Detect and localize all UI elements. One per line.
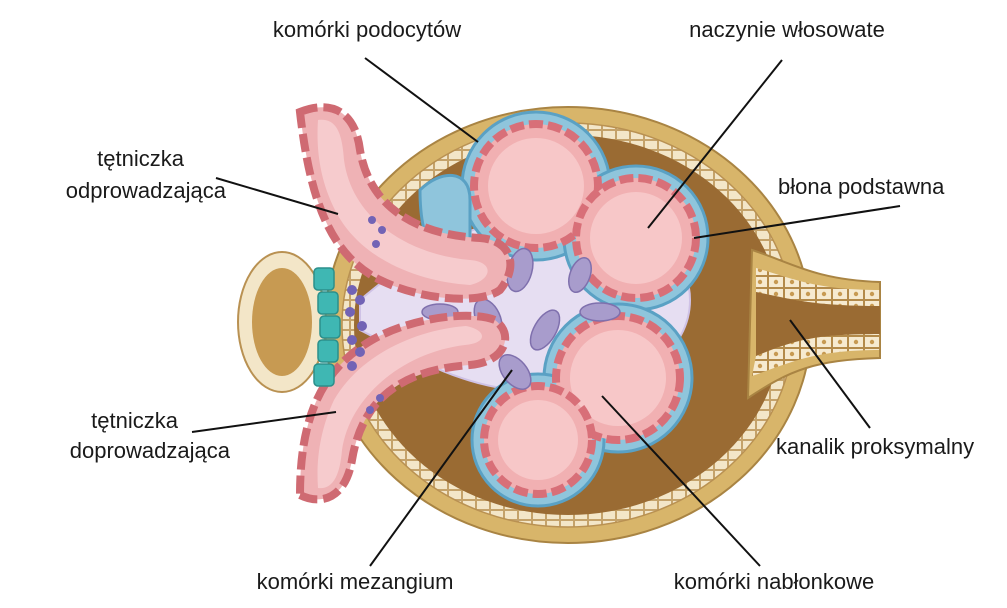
macula-cell bbox=[314, 268, 334, 290]
label-afferent-arteriole-line2: doprowadzająca bbox=[0, 438, 230, 464]
macula-cell bbox=[314, 364, 334, 386]
label-podocyte-cells: komórki podocytów bbox=[232, 17, 502, 43]
mesangial-cell bbox=[580, 303, 620, 321]
macula-cell bbox=[320, 316, 340, 338]
capillary-loop bbox=[576, 178, 696, 298]
label-endothelial-cells: komórki nabłonkowe bbox=[624, 569, 924, 595]
label-efferent-arteriole-line1: tętniczka bbox=[0, 146, 184, 172]
label-efferent-arteriole-line2: odprowadzająca bbox=[0, 178, 226, 204]
label-capillary-vessel: naczynie włosowate bbox=[652, 17, 922, 43]
capillary-loop bbox=[484, 386, 592, 494]
macula-cell bbox=[318, 340, 338, 362]
label-mesangial-cells: komórki mezangium bbox=[210, 569, 500, 595]
label-basement-membrane: błona podstawna bbox=[778, 174, 944, 200]
label-proximal-tubule: kanalik proksymalny bbox=[776, 434, 974, 460]
proximal-tubule bbox=[748, 250, 880, 398]
macula-cell bbox=[318, 292, 338, 314]
leader-line-podocytes bbox=[365, 58, 478, 142]
label-afferent-arteriole-line1: tętniczka bbox=[0, 408, 178, 434]
